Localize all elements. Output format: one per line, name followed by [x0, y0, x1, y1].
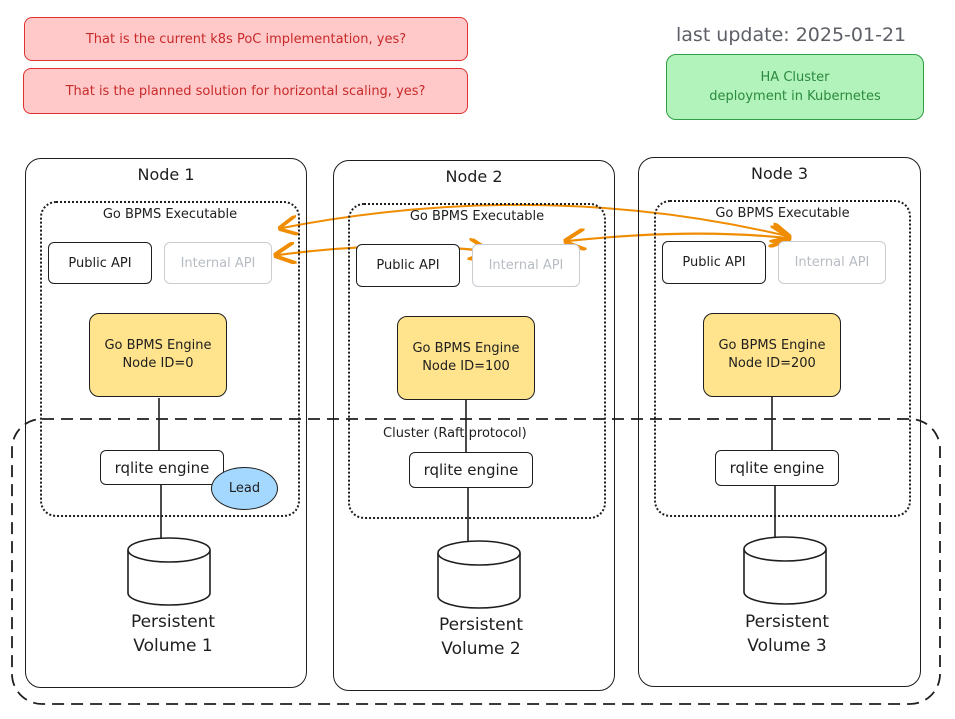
node-1-public-api: Public API — [48, 242, 152, 284]
node-2-engine-line2: Node ID=100 — [422, 359, 510, 374]
node-3-engine-line2: Node ID=200 — [728, 356, 816, 371]
node-2-engine: Go BPMS Engine Node ID=100 — [397, 316, 535, 400]
volume-cylinder-3 — [743, 536, 827, 605]
ha-line1: HA Cluster — [760, 70, 830, 85]
cluster-boundary — [11, 418, 941, 705]
cluster-label: Cluster (Raft protocol) — [383, 426, 527, 441]
note-planned-text: That is the planned solution for horizon… — [65, 83, 426, 99]
note-poc: That is the current k8s PoC implementati… — [24, 17, 468, 61]
node-3-title: Node 3 — [750, 164, 809, 183]
node-2-rqlite: rqlite engine — [409, 452, 533, 488]
node-1-engine-line2: Node ID=0 — [122, 356, 194, 371]
node-3-engine: Go BPMS Engine Node ID=200 — [703, 313, 841, 397]
lead-badge: Lead — [211, 467, 278, 510]
node-3-internal-api: Internal API — [778, 241, 886, 284]
node-3-volume-line2: Volume 3 — [747, 636, 827, 656]
note-poc-text: That is the current k8s PoC implementati… — [85, 31, 407, 47]
node-1-volume-line1: Persistent — [130, 612, 216, 632]
node-1-executable-title: Go BPMS Executable — [102, 207, 238, 222]
node-3-public-api: Public API — [662, 241, 766, 284]
node-1-internal-api: Internal API — [164, 242, 272, 284]
node-2-title: Node 2 — [445, 167, 503, 186]
node-2-executable: Go BPMS Executable — [348, 203, 606, 519]
node-1-executable: Go BPMS Executable — [40, 201, 300, 517]
node-3-engine-line1: Go BPMS Engine — [718, 338, 826, 353]
volume-cylinder-2 — [437, 540, 521, 609]
node-2-public-api: Public API — [356, 244, 460, 287]
node-3: Node 3 — [638, 157, 921, 687]
node-3-executable-title: Go BPMS Executable — [715, 206, 850, 221]
node-1-engine-line1: Go BPMS Engine — [104, 338, 212, 353]
node-1-title: Node 1 — [137, 165, 195, 184]
ha-cluster-box: HA Cluster deployment in Kubernetes — [666, 54, 924, 120]
node-1-volume-label: Persistent Volume 1 — [100, 610, 246, 658]
node-2: Node 2 — [333, 160, 615, 691]
arrow-internal-2-3 — [568, 234, 787, 241]
ha-line2: deployment in Kubernetes — [709, 89, 881, 104]
node-1: Node 1 — [25, 158, 307, 688]
node-1-engine: Go BPMS Engine Node ID=0 — [89, 313, 227, 397]
node-3-volume-line1: Persistent — [744, 612, 830, 632]
node-2-executable-title: Go BPMS Executable — [409, 209, 545, 224]
node-2-volume-line1: Persistent — [438, 615, 524, 635]
node-2-volume-line2: Volume 2 — [441, 639, 521, 659]
last-update: last update: 2025-01-21 — [676, 24, 907, 46]
note-planned: That is the planned solution for horizon… — [23, 68, 468, 114]
node-2-internal-api: Internal API — [472, 244, 580, 287]
node-2-engine-line1: Go BPMS Engine — [412, 341, 520, 356]
node-3-executable: Go BPMS Executable — [654, 200, 911, 517]
volume-cylinder-1 — [127, 537, 211, 606]
node-1-volume-line2: Volume 1 — [133, 636, 213, 656]
node-3-volume-label: Persistent Volume 3 — [714, 610, 860, 658]
node-3-rqlite: rqlite engine — [715, 450, 839, 486]
node-2-volume-label: Persistent Volume 2 — [408, 613, 554, 661]
node-1-rqlite: rqlite engine — [100, 450, 224, 485]
